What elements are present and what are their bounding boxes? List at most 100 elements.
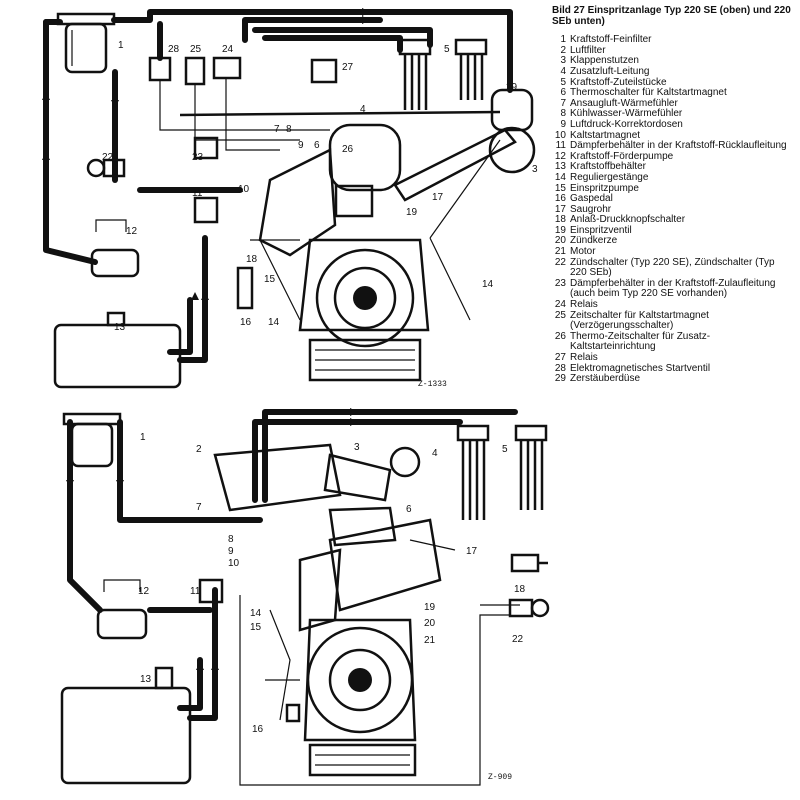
legend-item-text: Kraftstoff-Feinfilter <box>570 34 652 46</box>
callout-8: 8 <box>286 124 292 135</box>
legend-item-text: Relais <box>570 352 598 363</box>
callout-26: 26 <box>342 144 354 155</box>
callout-18: 18 <box>246 254 258 265</box>
relays-top <box>148 56 338 151</box>
callout-9-bottom: 9 <box>228 546 234 557</box>
callout-23: 23 <box>192 152 204 163</box>
fuel-tank-bottom <box>60 666 192 785</box>
distributor-pieces-top <box>398 38 488 110</box>
callout-29: 29 <box>506 82 518 93</box>
callout-20-bottom: 20 <box>424 618 436 629</box>
legend-item-text: Dämpferbehälter in der Kraftstoff-Zulauf… <box>570 277 776 300</box>
callout-10-bottom: 10 <box>228 558 240 569</box>
legend-list: 1 Kraftstoff-Feinfilter 2 Luftfilter 3 Klappe… <box>552 35 792 385</box>
engine-bottom <box>298 506 442 777</box>
legend-item-text: Einspritzpumpe <box>570 182 639 194</box>
legend-item-text: Klappenstutzen <box>570 55 639 67</box>
fuel-lines-bottom <box>67 409 518 721</box>
legend-item-number: 7 <box>560 97 566 109</box>
callout-17: 17 <box>432 192 444 203</box>
legend-item: 12 Kraftstoff-Förderpumpe <box>552 150 792 163</box>
air-filter <box>213 443 342 512</box>
legend-item: 14 Reguliergestänge <box>552 171 792 184</box>
legend-title: Bild 27 Einspritzanlage Typ 220 SE (oben… <box>552 5 791 27</box>
callout-28: 28 <box>168 44 180 55</box>
legend-item-text: Elektromagnetisches Startventil <box>570 362 711 374</box>
callout-6: 6 <box>314 140 320 151</box>
flow-arrows <box>42 8 370 300</box>
callout-7: 7 <box>274 124 280 135</box>
diagram-220-seb: 1 2 3 4 5 7 6 8 9 10 17 18 11 12 14 15 1… <box>60 408 550 786</box>
callout-13-bottom: 13 <box>140 674 152 685</box>
legend-item-number: 14 <box>554 171 566 183</box>
legend-item: 15 Einspritzpumpe <box>552 182 792 195</box>
fuel-lines <box>43 9 513 363</box>
dampers-top <box>193 136 219 224</box>
legend-item: 27 Relais <box>552 352 792 364</box>
callout-19-bottom: 19 <box>424 602 436 613</box>
callout-3: 3 <box>532 164 538 175</box>
fuel-tank-top <box>53 311 182 389</box>
legend-item-text: Luftfilter <box>570 44 606 56</box>
diagram-220-se: 1 28 25 24 5 27 29 4 7 8 9 6 26 3 22 23 … <box>42 8 538 389</box>
figure-code-top: Z-1333 <box>418 380 447 389</box>
legend-item-number: 11 <box>555 140 566 152</box>
legend-item-text: Reguliergestänge <box>570 171 649 183</box>
legend-item-text: Zündschalter (Typ 220 SE), Zündschalter … <box>570 256 775 279</box>
callout-24: 24 <box>222 44 234 55</box>
legend-item-number: 26 <box>554 330 566 342</box>
legend-item-number: 25 <box>554 309 566 321</box>
start-button <box>510 553 548 573</box>
legend-item-text: Zusatzluft-Leitung <box>570 65 650 77</box>
legend-item-number: 16 <box>554 193 566 205</box>
legend-item-number: 13 <box>554 161 566 173</box>
legend-item-text: Luftdruck-Korrektordosen <box>570 118 683 130</box>
legend-item-number: 24 <box>554 299 566 311</box>
legend-item: 13 Kraftstoffbehälter <box>552 162 792 173</box>
legend-item-number: 1 <box>560 34 566 46</box>
intake-manifold-bottom <box>409 539 456 551</box>
legend-item-text: Kraftstoffbehälter <box>570 161 646 173</box>
callout-3-bottom: 3 <box>354 442 360 453</box>
callout-6-bottom: 6 <box>406 504 412 515</box>
callout-1-bottom: 1 <box>140 432 146 443</box>
legend-item-text: Relais <box>570 299 598 311</box>
legend-item-text: Dämpferbehälter in der Kraftstoff-Rückla… <box>570 140 787 152</box>
legend-item-text: Saugrohr <box>570 203 612 215</box>
fuel-fine-filter <box>56 12 116 74</box>
legend-item-number: 19 <box>554 224 566 236</box>
legend-item: 11 Dämpferbehälter in der Kraftstoff-Rück… <box>552 141 792 152</box>
legend: Bild 27 Einspritzanlage Typ 220 SE (oben… <box>552 5 792 385</box>
legend-item-number: 27 <box>554 352 566 363</box>
callout-15: 15 <box>264 274 276 285</box>
legend-item-text: Kaltstartmagnet <box>570 129 641 141</box>
legend-item-number: 12 <box>554 150 566 162</box>
legend-item-text: Einspritzventil <box>570 224 632 236</box>
legend-item-number: 2 <box>560 44 566 56</box>
control-linkage-bottom <box>265 609 300 721</box>
legend-item-text: Kraftstoff-Förderpumpe <box>570 150 674 162</box>
legend-item: 1 Kraftstoff-Feinfilter <box>552 35 792 46</box>
callout-14-bottom: 14 <box>250 608 262 619</box>
legend-item-number: 15 <box>554 182 566 194</box>
legend-item-number: 29 <box>554 373 566 385</box>
legend-item-number: 17 <box>554 203 566 215</box>
distributor-pieces-bottom <box>456 424 548 520</box>
wiring-loop <box>239 595 510 786</box>
flow-arrows-bottom <box>66 408 358 670</box>
legend-item: 17 Saugrohr <box>552 203 792 216</box>
callout-10: 10 <box>238 184 250 195</box>
legend-item-number: 3 <box>560 55 566 67</box>
callout-22: 22 <box>102 152 114 163</box>
callout-1: 1 <box>118 40 124 51</box>
